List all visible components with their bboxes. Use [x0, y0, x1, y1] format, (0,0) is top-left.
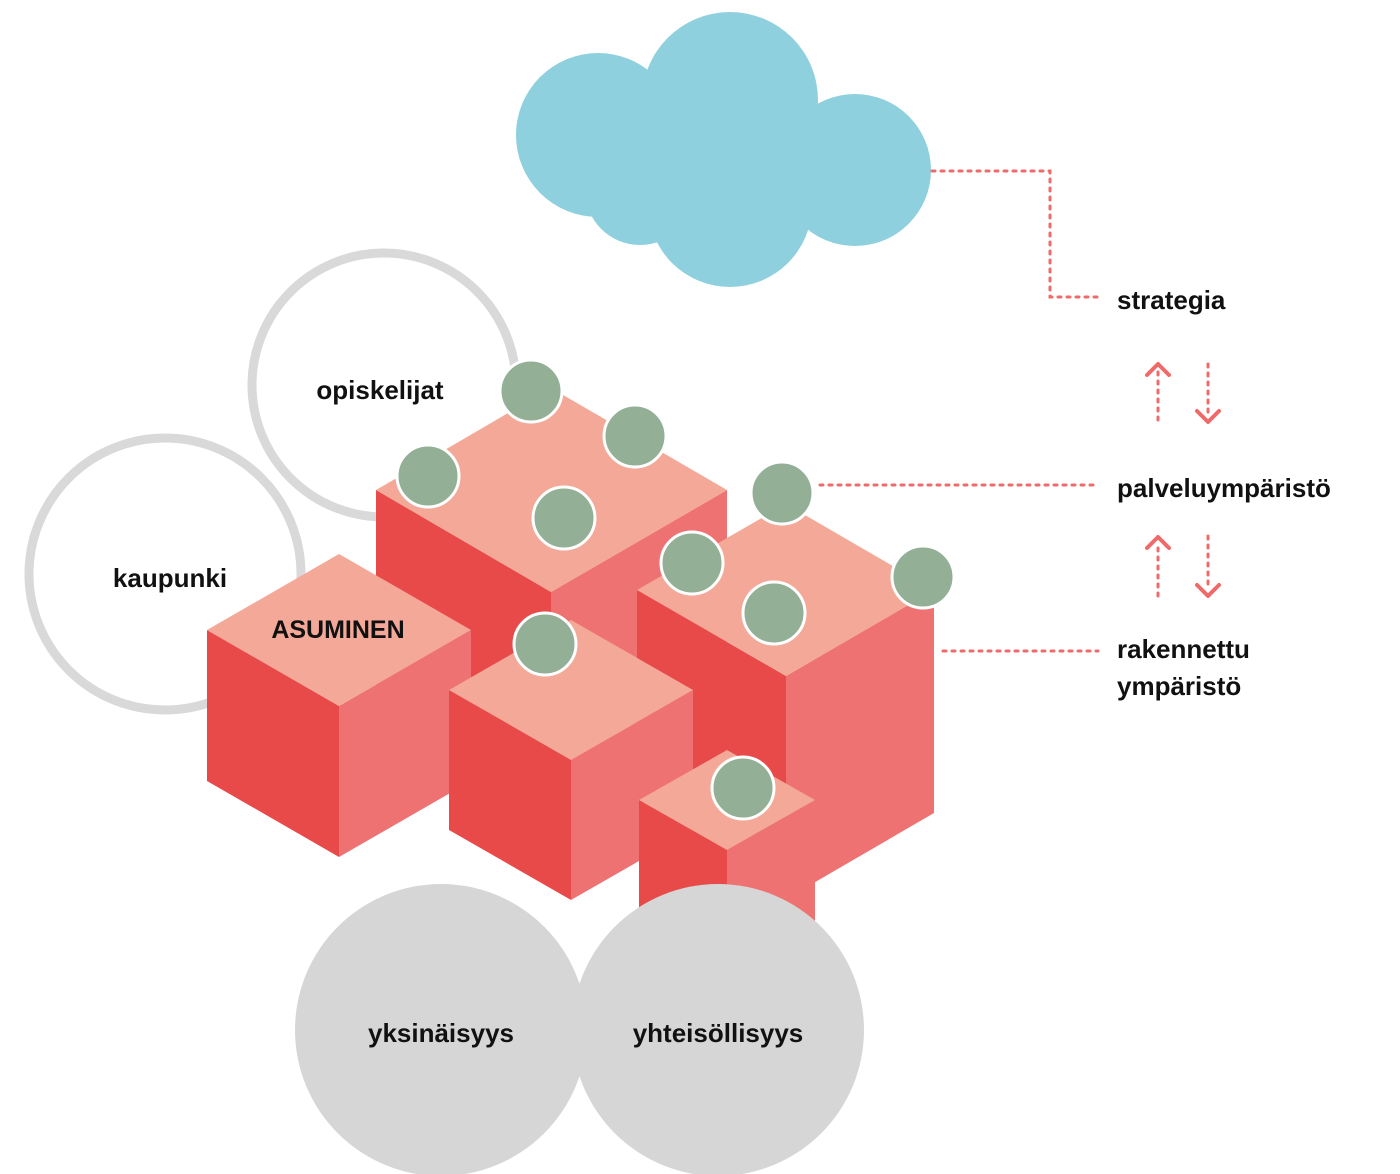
label-opiskelijat: opiskelijat [316, 375, 443, 405]
person-dot [890, 544, 956, 610]
person-dot [498, 358, 564, 424]
arrow-down-icon [1195, 409, 1221, 424]
label-kaupunki: kaupunki [113, 563, 227, 593]
person-dot [741, 580, 807, 646]
label-palveluymparisto: palveluympäristö [1117, 473, 1331, 503]
ring-kaupunki [24, 433, 306, 715]
cloud [516, 12, 931, 287]
arrow-up-icon [1145, 362, 1171, 377]
label-yhteisollisyys: yhteisöllisyys [633, 1018, 804, 1048]
cube-asuminen [207, 554, 471, 857]
person-dots [395, 358, 956, 821]
person-dot [395, 443, 461, 509]
arrow-down-icon [1195, 583, 1221, 598]
person-dot [749, 460, 815, 526]
connector-strategia [930, 169, 1100, 299]
connectors [818, 169, 1210, 653]
circle-yhteisollisyys [572, 884, 864, 1174]
label-strategia: strategia [1117, 285, 1226, 315]
person-dot [659, 530, 725, 596]
arrow-up-icon [1145, 535, 1171, 550]
person-dot [602, 403, 668, 469]
person-dot [710, 755, 776, 821]
label-asuminen: ASUMINEN [271, 616, 404, 644]
label-yksinaisyys: yksinäisyys [368, 1018, 514, 1048]
label-ymparisto: ympäristö [1117, 671, 1241, 701]
circle-yksinaisyys [295, 884, 587, 1174]
label-rakennettu: rakennettu [1117, 634, 1250, 664]
arrow-heads [1145, 362, 1221, 598]
person-dot [512, 611, 578, 677]
person-dot [531, 485, 597, 551]
